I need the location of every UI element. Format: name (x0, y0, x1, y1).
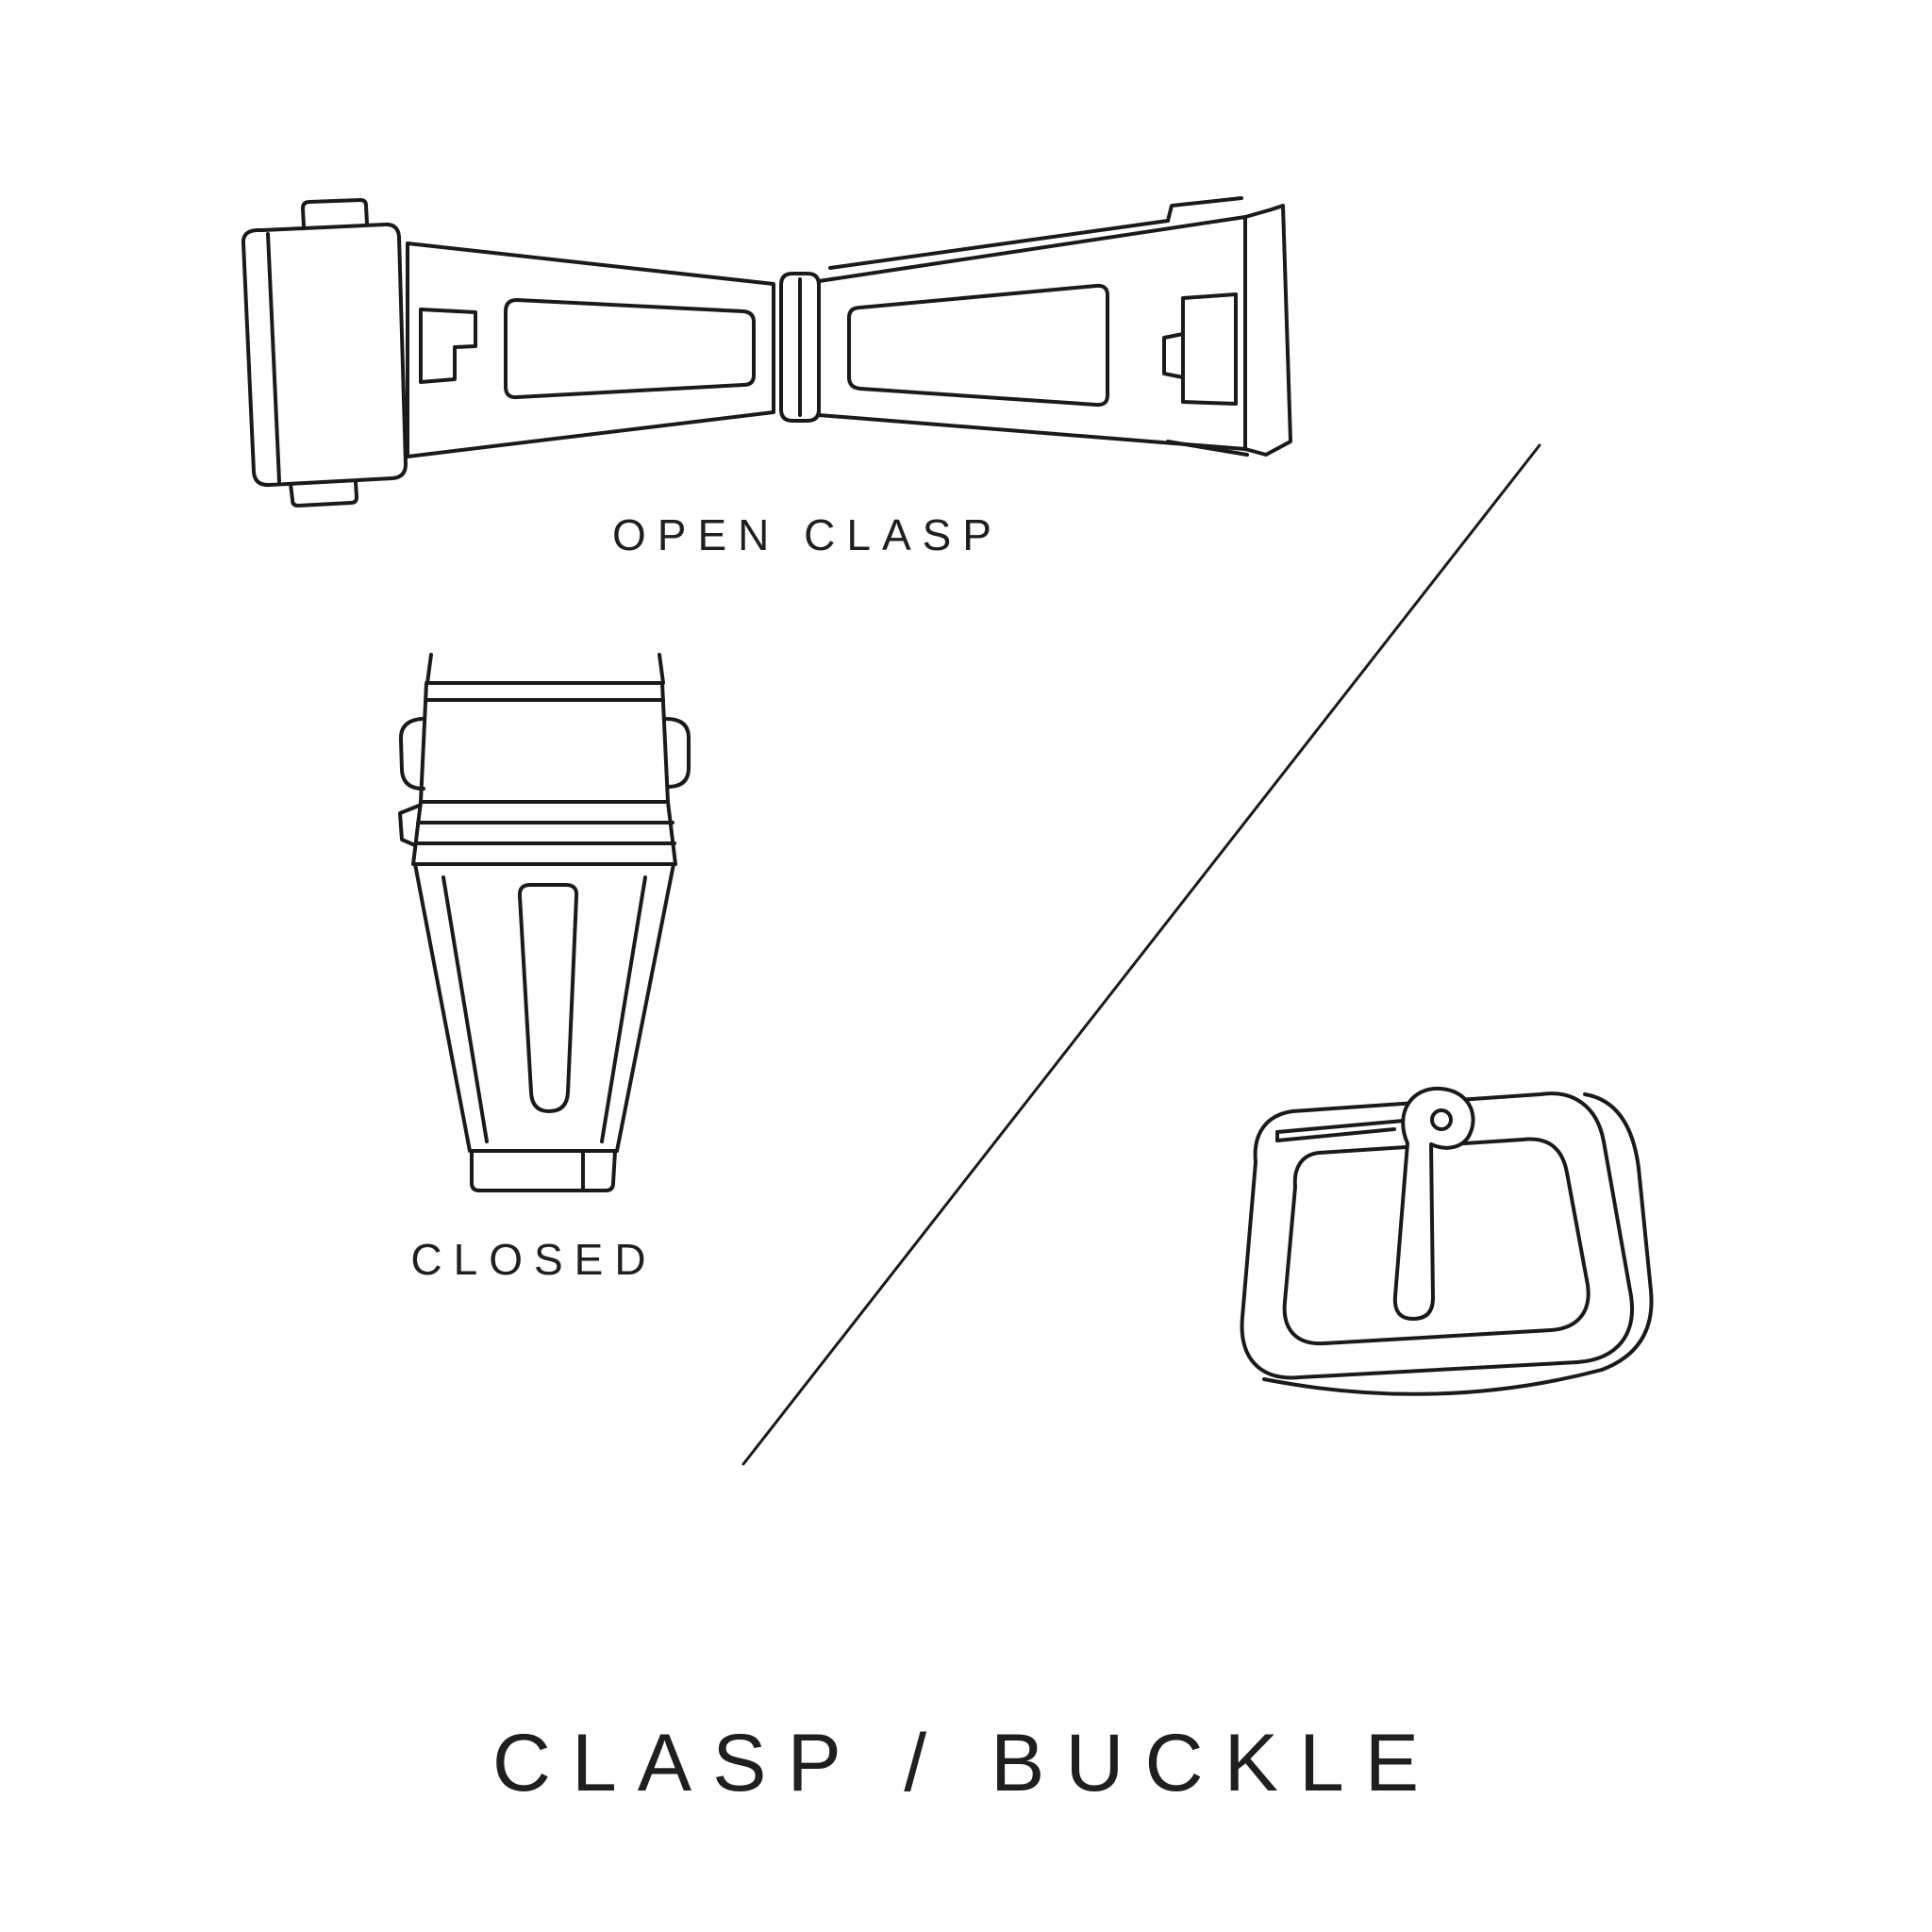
diagonal-divider-line (741, 443, 1541, 1466)
page-title: CLASP / BUCKLE (491, 1718, 1441, 1808)
closed-clasp-label: CLOSED (410, 1235, 658, 1284)
open-clasp-illustration (241, 196, 1292, 508)
closed-clasp-illustration (398, 653, 691, 1192)
open-clasp-label: OPEN CLASP (612, 510, 1003, 559)
line-art-group (241, 196, 1654, 1466)
tang-buckle-illustration (1240, 1086, 1654, 1396)
